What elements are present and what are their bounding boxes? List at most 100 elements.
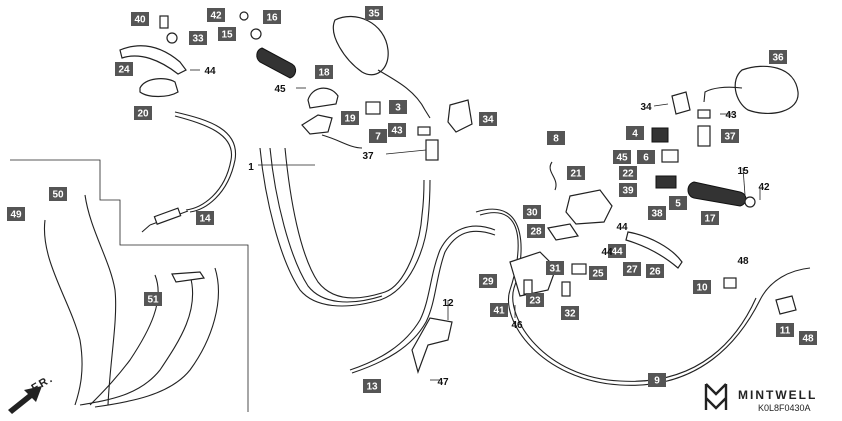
- cable-14-upper: [174, 111, 237, 213]
- plain-label-12: 12: [442, 298, 454, 309]
- callout-box: [144, 292, 162, 306]
- part-25: [571, 263, 587, 275]
- leader-34-right: [653, 103, 669, 107]
- callout-33: 33: [189, 31, 207, 45]
- cable-9b: [475, 208, 757, 382]
- plain-label-47: 47: [437, 377, 449, 388]
- bracket-51: [171, 271, 206, 283]
- callout-box: [589, 266, 607, 280]
- spring-32: [561, 281, 571, 297]
- leader-37: [385, 149, 427, 155]
- callout-26: 26: [646, 264, 664, 278]
- guide-3: [365, 101, 381, 115]
- callout-box: [619, 183, 637, 197]
- callout-31: 31: [546, 261, 564, 275]
- housing-21: [565, 189, 613, 225]
- switch-6: [661, 149, 679, 163]
- callout-number: 39: [622, 186, 634, 197]
- callout-box: [490, 303, 508, 317]
- switch-8-wire: [549, 161, 557, 191]
- callout-17: 17: [701, 211, 719, 225]
- plain-label-48: 48: [737, 256, 749, 267]
- grip-17: [687, 181, 747, 207]
- bolt-37-right: [697, 125, 711, 147]
- callout-22: 22: [619, 166, 637, 180]
- cable-13b: [351, 230, 496, 374]
- cable-1c: [269, 147, 383, 303]
- plain-label-1: 1: [248, 162, 254, 173]
- callout-box: [479, 274, 497, 288]
- callout-number: 3: [395, 103, 401, 114]
- callout-number: 38: [651, 209, 663, 220]
- callout-box: [693, 280, 711, 294]
- callout-box: [648, 373, 666, 387]
- callout-7: 7: [369, 129, 387, 143]
- callout-box: [613, 150, 631, 164]
- callout-number: 14: [199, 214, 211, 225]
- plain-label-15: 15: [737, 166, 749, 177]
- callout-box: [363, 379, 381, 393]
- callout-42: 42: [207, 8, 225, 22]
- callout-box: [189, 31, 207, 45]
- callout-15: 15: [218, 27, 236, 41]
- nut-43: [417, 126, 431, 136]
- callout-11: 11: [776, 323, 794, 337]
- callout-box: [365, 6, 383, 20]
- direction-label: FR.: [30, 372, 57, 394]
- callout-43: 43: [388, 123, 406, 137]
- callout-number: 18: [318, 68, 330, 79]
- callout-number: 29: [482, 277, 494, 288]
- callout-number: 42: [210, 11, 222, 22]
- callout-box: [134, 106, 152, 120]
- callout-box: [7, 207, 25, 221]
- leader-15-right: [742, 167, 746, 196]
- callout-box: [608, 244, 626, 258]
- callout-9: 9: [648, 373, 666, 387]
- callout-29: 29: [479, 274, 497, 288]
- plain-label-44: 44: [616, 222, 628, 233]
- callout-number: 8: [553, 134, 559, 145]
- callout-number: 17: [704, 214, 716, 225]
- callout-35: 35: [365, 6, 383, 20]
- callout-number: 41: [493, 306, 505, 317]
- callout-number: 26: [649, 267, 661, 278]
- callout-box: [207, 8, 225, 22]
- callout-box: [776, 323, 794, 337]
- bracket-12: [411, 317, 453, 374]
- boot-34: [447, 99, 473, 133]
- mirror-36: [734, 65, 799, 114]
- plain-label-34: 34: [640, 102, 652, 113]
- holder-19-line: [321, 134, 363, 149]
- callout-30: 30: [523, 205, 541, 219]
- callout-50: 50: [49, 187, 67, 201]
- callout-box: [646, 264, 664, 278]
- callout-box: [561, 306, 579, 320]
- callout-number: 34: [482, 115, 494, 126]
- callout-18: 18: [315, 65, 333, 79]
- callout-box: [389, 100, 407, 114]
- callout-number: 23: [529, 296, 541, 307]
- callout-23: 23: [526, 293, 544, 307]
- brand-logo: MINTWELL K0L8F0430A: [704, 383, 815, 413]
- callout-10: 10: [693, 280, 711, 294]
- callout-number: 10: [696, 283, 708, 294]
- callout-box: [388, 123, 406, 137]
- callout-box: [196, 211, 214, 225]
- callout-number: 9: [654, 376, 660, 387]
- plain-label-44: 44: [601, 247, 613, 258]
- callout-box: [341, 111, 359, 125]
- nut-43-right: [697, 109, 711, 119]
- callout-box: [527, 224, 545, 238]
- callout-8: 8: [547, 131, 565, 145]
- callout-number: 15: [221, 30, 233, 41]
- bolt-37: [425, 139, 439, 161]
- callout-34: 34: [479, 112, 497, 126]
- callout-51: 51: [144, 292, 162, 306]
- callout-number: 5: [675, 199, 681, 210]
- callout-number: 19: [344, 114, 356, 125]
- callout-5: 5: [669, 196, 687, 210]
- spring-31: [523, 279, 533, 295]
- callout-number: 20: [137, 109, 149, 120]
- callout-box: [131, 12, 149, 26]
- callout-number: 33: [192, 34, 204, 45]
